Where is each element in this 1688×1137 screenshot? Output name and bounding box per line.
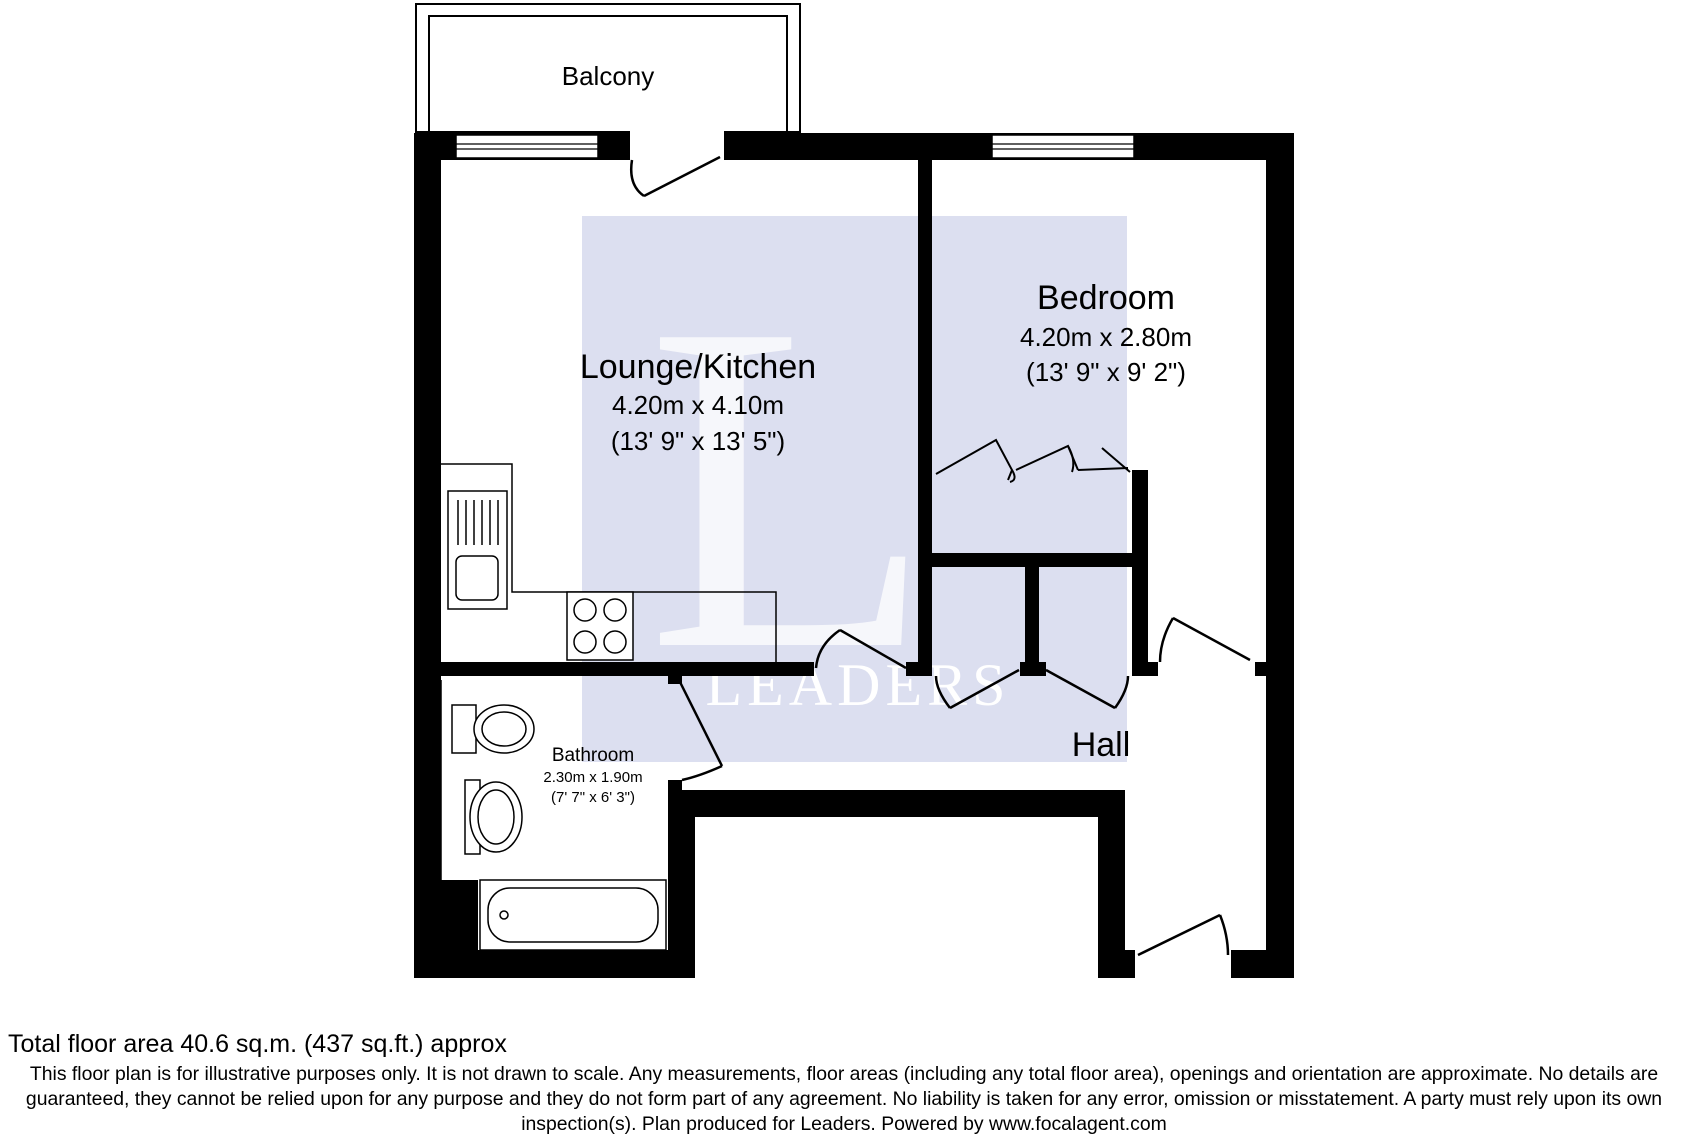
wall-left — [414, 133, 441, 978]
wall-wardrobe-right — [1132, 470, 1148, 675]
hob-ring-2 — [603, 598, 627, 622]
bath — [479, 879, 667, 951]
bedroom-name: Bedroom — [1037, 279, 1175, 317]
bedroom-size-imperial: (13' 9" x 9' 2") — [1026, 357, 1186, 387]
hob-ring-1 — [573, 598, 597, 622]
doors — [630, 155, 1251, 957]
bathroom-size-metric: 2.30m x 1.90m — [543, 769, 642, 786]
wall-bath-right — [668, 790, 695, 978]
balcony-label: Balcony — [562, 61, 655, 91]
balcony — [415, 3, 801, 133]
wall-right — [1266, 133, 1294, 978]
sink-bowl — [455, 555, 499, 601]
wardrobe-doors — [935, 438, 1131, 483]
kitchen-fixtures — [441, 463, 777, 662]
watermark-letter: L — [646, 226, 933, 747]
balcony-outline-inner — [428, 15, 788, 133]
hob-ring-4 — [603, 630, 627, 654]
disclaimer: This floor plan is for illustrative purp… — [25, 1063, 1663, 1135]
hob — [566, 591, 634, 661]
window-bedroom — [991, 134, 1135, 159]
door-openings — [630, 130, 1231, 981]
window-lounge — [455, 134, 599, 159]
wall-bath-lower-post — [668, 780, 682, 800]
total-floor-area: Total floor area 40.6 sq.m. (437 sq.ft.)… — [8, 1030, 507, 1058]
bedroom-size-metric: 4.20m x 2.80m — [1020, 322, 1192, 352]
bathroom-size-imperial: (7' 7" x 6' 3") — [551, 789, 635, 806]
hall-name: Hall — [1072, 726, 1131, 764]
door-lounge — [839, 628, 907, 670]
door-bedroom-left — [949, 668, 1020, 710]
wall-lounge-bedroom — [918, 160, 932, 675]
wall-recess-right — [1098, 790, 1125, 978]
corner-block — [414, 880, 478, 978]
door-balcony — [643, 155, 721, 198]
wall-recess-top — [668, 790, 1125, 817]
door-hall-cupboard — [1172, 616, 1251, 662]
lounge-size-imperial: (13' 9" x 13' 5") — [611, 426, 785, 456]
bathroom-fixtures — [451, 704, 667, 951]
floor-plan: L LEADERS — [414, 3, 1294, 981]
windows — [455, 134, 1135, 159]
room-labels: Balcony Lounge/Kitchen 4.20m x 4.10m (13… — [543, 61, 1192, 806]
lounge-name: Lounge/Kitchen — [580, 348, 816, 386]
toilet-cistern — [451, 704, 477, 754]
door-bedroom-right — [1045, 668, 1116, 710]
kitchen-counter — [441, 463, 777, 662]
bathroom-name: Bathroom — [552, 745, 634, 766]
wall-cupboard-divider — [1025, 567, 1039, 675]
door-bathroom — [676, 677, 724, 767]
wall-wardrobe-bottom — [932, 553, 1139, 567]
lounge-size-metric: 4.20m x 4.10m — [612, 390, 784, 420]
door-entrance — [1137, 913, 1221, 957]
hob-ring-3 — [573, 630, 597, 654]
interior-walls — [441, 160, 1269, 800]
wall-lounge-bath — [441, 662, 814, 676]
watermark-brand: LEADERS — [706, 652, 1011, 718]
